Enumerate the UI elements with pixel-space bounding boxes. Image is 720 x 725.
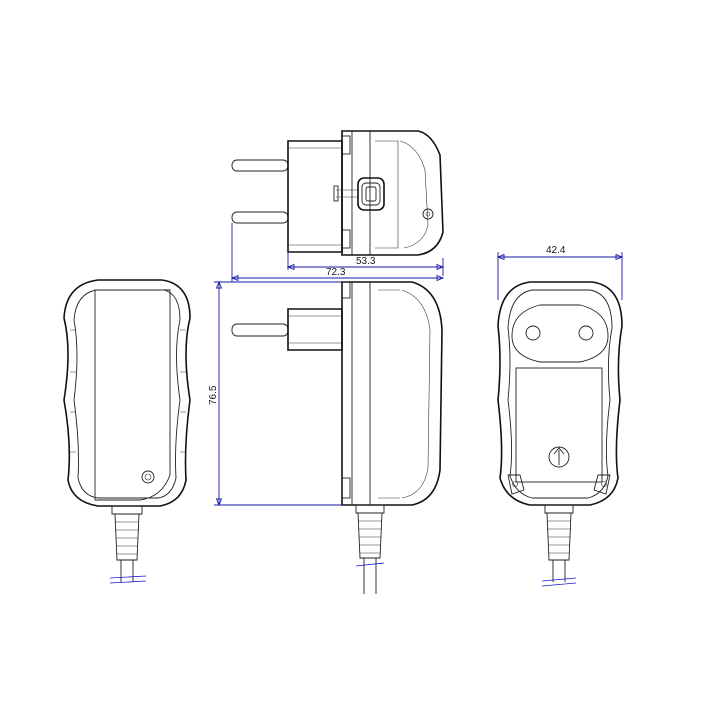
- led-indicator: [141, 470, 155, 484]
- total-length-label: 72.3: [326, 267, 346, 278]
- width-label: 42.4: [546, 245, 566, 256]
- front-view-face: [94, 289, 171, 501]
- release-arrow-icon: [548, 446, 570, 468]
- top-view-body: [341, 130, 444, 256]
- back-view-outline: [497, 281, 623, 506]
- back-view-strain-relief: [541, 504, 577, 587]
- pin-offset-label: 53.3: [356, 256, 376, 267]
- height-label: 76.5: [208, 385, 219, 405]
- top-view: 53.3 72.3: [230, 130, 445, 282]
- front-view-outline: [63, 279, 191, 507]
- dimension-width: 42.4: [496, 245, 624, 300]
- top-view-pins: [231, 159, 289, 224]
- side-view-strain-relief: [355, 504, 385, 594]
- top-view-cable-gland: [333, 177, 385, 211]
- dimension-pin-offset: 53.3: [286, 252, 445, 276]
- side-view-pin: [231, 323, 289, 337]
- side-view-body: [341, 281, 443, 506]
- back-view-plug-face: [511, 304, 609, 363]
- dimension-height: 76.5: [208, 280, 342, 507]
- pin-hole-right: [578, 325, 594, 341]
- dimension-total-length: 72.3: [230, 223, 445, 282]
- front-view: [63, 279, 191, 584]
- back-view: 42.4: [496, 245, 624, 587]
- label-area: [515, 367, 603, 483]
- front-view-strain-relief: [109, 505, 147, 584]
- pin-hole-left: [525, 325, 541, 341]
- side-view: 76.5: [208, 280, 443, 594]
